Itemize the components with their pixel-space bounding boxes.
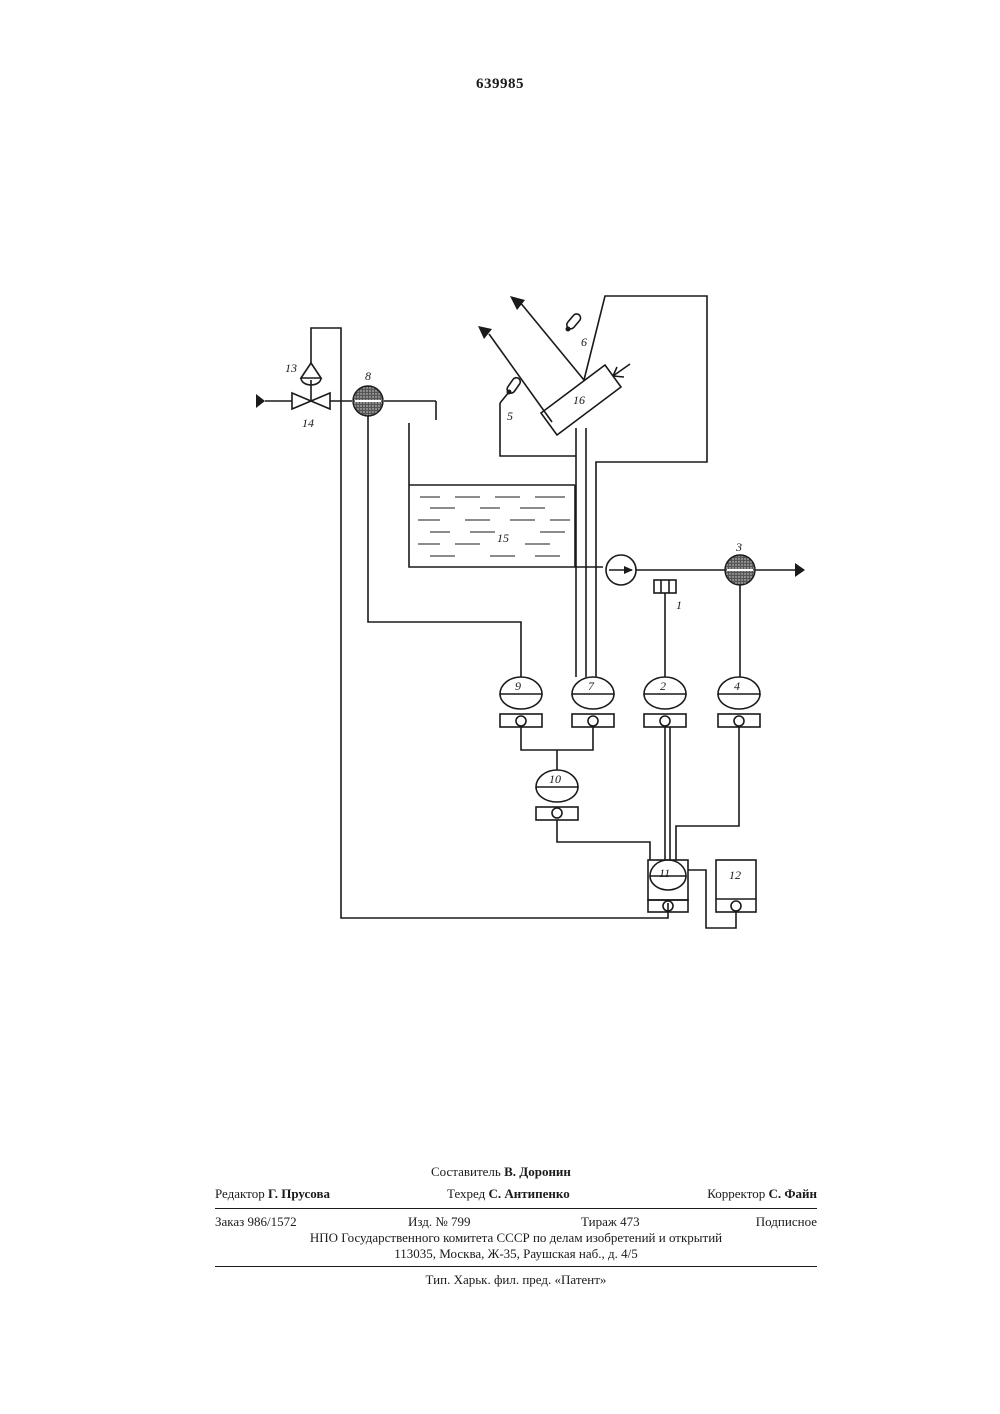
sensor-6: 6 bbox=[565, 312, 587, 349]
address: 113035, Москва, Ж-35, Раушская наб., д. … bbox=[394, 1246, 637, 1261]
printer: Тип. Харьк. фил. пред. «Патент» bbox=[426, 1272, 607, 1287]
regulator-10: 10 bbox=[521, 727, 650, 860]
compiler-label: Составитель bbox=[431, 1164, 501, 1179]
compiler-name: В. Доронин bbox=[504, 1164, 571, 1179]
sensor-8: 8 bbox=[353, 369, 521, 677]
corrector-label: Корректор bbox=[707, 1186, 765, 1201]
label-1: 1 bbox=[676, 598, 682, 612]
techred-line: Техред С. Антипенко bbox=[447, 1186, 570, 1202]
regulator-4: 4 bbox=[718, 677, 760, 727]
label-12: 12 bbox=[729, 868, 741, 882]
label-11: 11 bbox=[659, 866, 670, 880]
valve-actuator-13: 13 bbox=[285, 328, 668, 918]
tank-15: 15 bbox=[409, 423, 603, 567]
control-valve-14: 14 bbox=[292, 380, 330, 430]
editor-name: Г. Прусова bbox=[268, 1186, 330, 1201]
edition-number: Изд. № 799 bbox=[408, 1214, 471, 1230]
heat-exchanger-16: 16 bbox=[478, 296, 707, 677]
regulator-7: 7 bbox=[572, 677, 614, 727]
circulation: Тираж 473 bbox=[581, 1214, 640, 1230]
techred-name: С. Антипенко bbox=[489, 1186, 570, 1201]
label-15: 15 bbox=[497, 531, 509, 545]
organization: НПО Государственного комитета СССР по де… bbox=[310, 1230, 722, 1245]
regulator-9: 9 bbox=[500, 677, 542, 727]
label-10: 10 bbox=[549, 772, 561, 786]
label-4: 4 bbox=[734, 679, 740, 693]
editor-label: Редактор bbox=[215, 1186, 265, 1201]
label-8: 8 bbox=[365, 369, 371, 383]
sensor-1: 1 bbox=[654, 580, 682, 677]
label-9: 9 bbox=[515, 679, 521, 693]
editor-line: Редактор Г. Прусова bbox=[215, 1186, 330, 1202]
corrector-line: Корректор С. Файн bbox=[707, 1186, 817, 1202]
sensor-3: 3 bbox=[725, 540, 805, 677]
compiler-line: Составитель В. Доронин bbox=[431, 1164, 571, 1180]
label-14: 14 bbox=[302, 416, 314, 430]
divider-bottom bbox=[215, 1266, 817, 1267]
label-16: 16 bbox=[573, 393, 585, 407]
inlet-line bbox=[256, 394, 436, 420]
regulator-11: 11 bbox=[648, 727, 739, 912]
divider-top bbox=[215, 1208, 817, 1209]
regulator-2: 2 bbox=[644, 677, 686, 727]
corrector-name: С. Файн bbox=[768, 1186, 817, 1201]
label-7: 7 bbox=[588, 679, 595, 693]
techred-label: Техред bbox=[447, 1186, 485, 1201]
label-6: 6 bbox=[581, 335, 587, 349]
sensor-5: 5 bbox=[500, 376, 522, 423]
order-number: Заказ 986/1572 bbox=[215, 1214, 297, 1230]
setpoint-12: 12 bbox=[688, 860, 756, 928]
subscription: Подписное bbox=[756, 1214, 817, 1230]
label-13: 13 bbox=[285, 361, 297, 375]
label-3: 3 bbox=[735, 540, 742, 554]
label-5: 5 bbox=[507, 409, 513, 423]
label-2: 2 bbox=[660, 679, 666, 693]
